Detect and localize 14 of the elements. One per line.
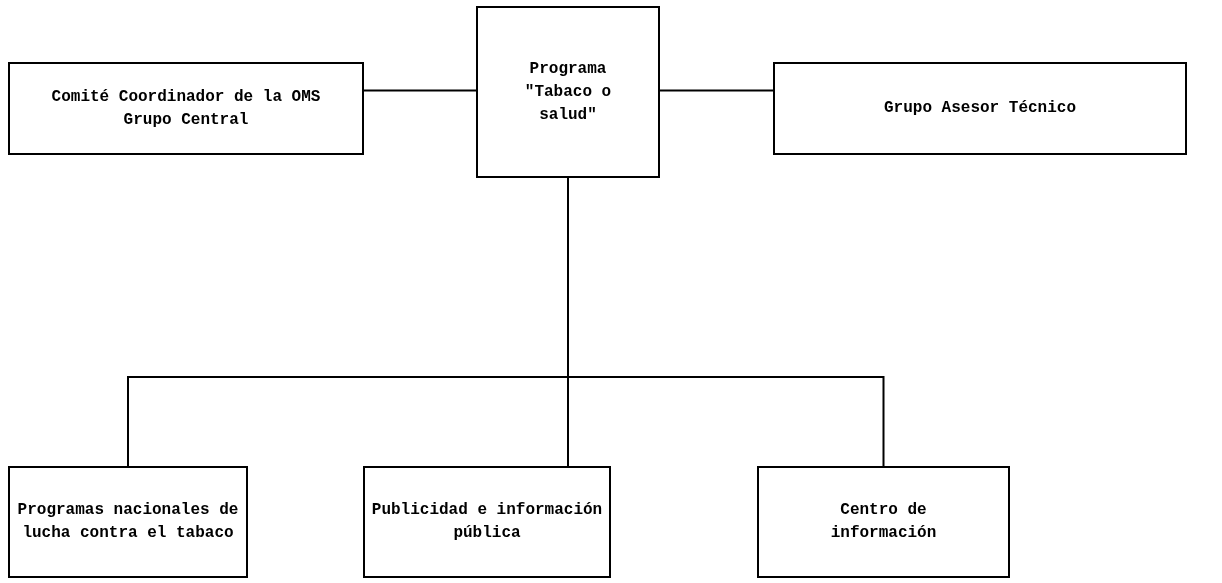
- box-label: Centro de información: [829, 500, 938, 544]
- box-label: Programa "Tabaco o salud": [523, 58, 613, 126]
- connector-line: [659, 89, 774, 92]
- connector-line: [363, 89, 477, 92]
- box-label: Comité Coordinador de la OMS Grupo Central: [50, 86, 322, 131]
- org-box: [363, 466, 611, 578]
- box-label: Programas nacionales de lucha contra el tabaco: [16, 500, 240, 544]
- org-box: [476, 6, 660, 178]
- org-box: [8, 62, 364, 155]
- box-label: Grupo Asesor Técnico: [884, 98, 1076, 119]
- org-box: [773, 62, 1187, 155]
- org-box: [757, 466, 1010, 578]
- box-label: Publicidad e información pública: [370, 500, 604, 544]
- org-box: [8, 466, 248, 578]
